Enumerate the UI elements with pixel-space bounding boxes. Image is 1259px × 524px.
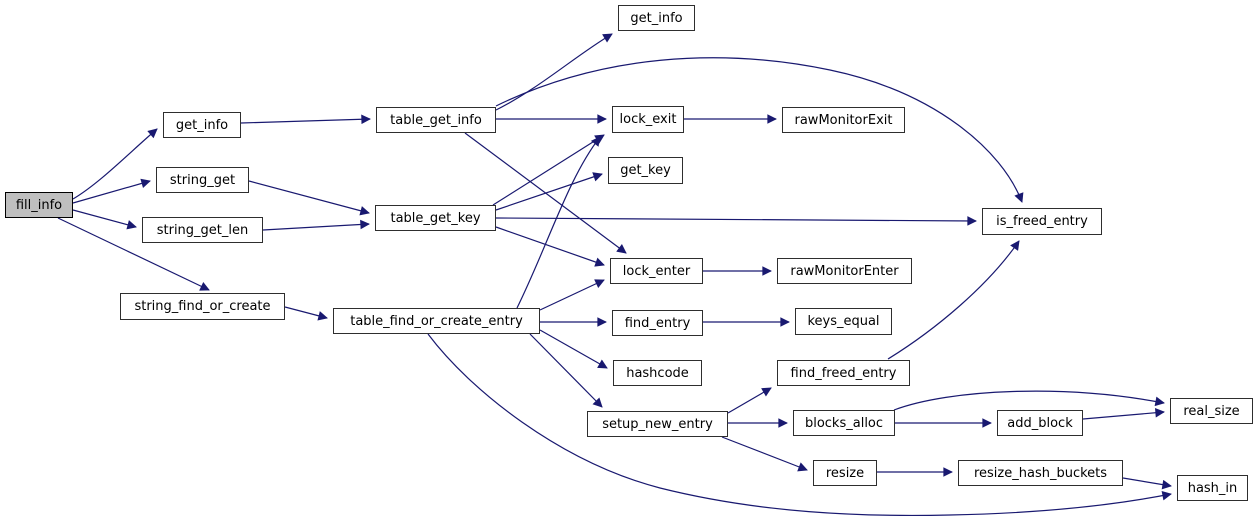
edge-fill_info--string_get_len [72, 209, 137, 230]
edge-add_block--real_size [1082, 407, 1165, 420]
edge-get_info_1--table_get_info [240, 114, 371, 125]
node-find_entry[interactable]: find_entry [612, 310, 703, 336]
node-rawMonitorExit[interactable]: rawMonitorExit [782, 107, 905, 133]
node-hash_in[interactable]: hash_in [1177, 475, 1248, 501]
edge-string_get--table_get_key [248, 180, 370, 216]
node-get_key[interactable]: get_key [608, 157, 683, 184]
node-is_freed_entry[interactable]: is_freed_entry [982, 208, 1102, 235]
node-lock_exit[interactable]: lock_exit [612, 106, 684, 133]
node-resize_hash_buckets[interactable]: resize_hash_buckets [958, 460, 1123, 486]
node-find_freed_entry[interactable]: find_freed_entry [777, 360, 910, 386]
edge-table_find_or_create_entry--setup_new_entry [529, 333, 603, 408]
edge-setup_new_entry--find_freed_entry [727, 387, 772, 414]
node-get_info-callee[interactable]: get_info [618, 5, 695, 31]
node-fill_info: fill_info [5, 192, 73, 218]
edge-table_get_key--lock_exit [492, 134, 605, 206]
node-string_get_len[interactable]: string_get_len [142, 217, 263, 243]
edge-setup_new_entry--resize [721, 436, 808, 472]
node-hashcode[interactable]: hashcode [613, 360, 702, 386]
edge-fill_info--string_get [72, 178, 151, 204]
edge-string_find_or_create--table_find_or_create_entry [284, 306, 328, 321]
node-string_get[interactable]: string_get [156, 167, 249, 193]
edge-table_find_or_create_entry--hashcode [539, 329, 608, 369]
edge-table_get_info--is_freed_entry [495, 57, 1024, 203]
node-add_block[interactable]: add_block [997, 410, 1083, 436]
node-keys_equal[interactable]: keys_equal [795, 308, 892, 335]
node-string_find_or_create[interactable]: string_find_or_create [120, 293, 285, 320]
edge-table_find_or_create_entry--lock_exit [516, 136, 601, 309]
edge-fill_info--string_find_or_create [57, 217, 210, 291]
edge-string_get_len--table_get_key [262, 219, 370, 231]
node-get_info-caller[interactable]: get_info [163, 112, 241, 138]
edge-blocks_alloc--real_size [893, 390, 1165, 411]
node-lock_enter[interactable]: lock_enter [610, 258, 703, 284]
edge-table_get_key--lock_enter [495, 226, 605, 267]
node-resize[interactable]: resize [813, 460, 877, 486]
edge-resize_hash_buckets--hash_in [1122, 477, 1172, 490]
node-setup_new_entry[interactable]: setup_new_entry [587, 411, 728, 437]
edge-table_find_or_create_entry--lock_enter [539, 279, 605, 311]
node-rawMonitorEnter[interactable]: rawMonitorEnter [777, 258, 912, 284]
node-table_find_or_create_entry[interactable]: table_find_or_create_entry [333, 308, 540, 334]
node-table_get_key[interactable]: table_get_key [375, 205, 496, 231]
edge-table_get_key--is_freed_entry [495, 216, 977, 226]
node-table_get_info[interactable]: table_get_info [376, 107, 496, 133]
edge-table_get_info--get_info_2 [495, 33, 613, 111]
edge-table_find_or_create_entry--hash_in [427, 333, 1172, 517]
node-blocks_alloc[interactable]: blocks_alloc [793, 410, 895, 436]
edge-fill_info--get_info_1 [72, 128, 158, 200]
edge-table_get_key--get_key [495, 172, 603, 211]
edge-find_freed_entry--is_freed_entry [887, 240, 1020, 360]
node-real_size[interactable]: real_size [1170, 398, 1253, 424]
